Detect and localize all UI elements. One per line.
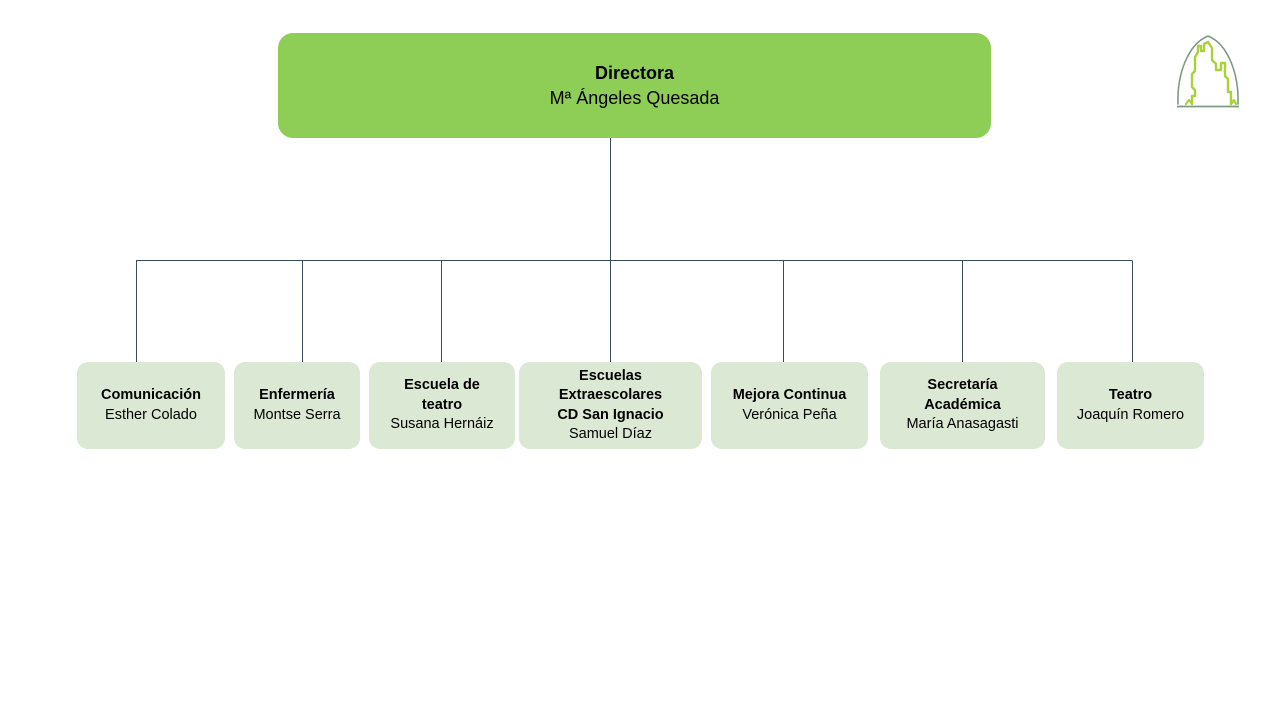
node-title: Teatro (1108, 387, 1153, 403)
node-person: Esther Colado (105, 406, 197, 423)
node-secretaria-academica[interactable]: Secretaría Académica María Anasagasti (880, 362, 1045, 449)
node-person: Joaquín Romero (1076, 406, 1185, 423)
node-escuelas-extraescolares-cd-san-ignacio[interactable]: Escuelas Extraescolares CD San Ignacio S… (519, 362, 702, 449)
node-title: Escuela de teatro (404, 377, 480, 413)
node-escuela-de-teatro[interactable]: Escuela de teatro Susana Hernáiz (369, 362, 515, 449)
node-person: Verónica Peña (742, 406, 837, 423)
node-enfermeria[interactable]: Enfermería Montse Serra (234, 362, 360, 449)
node-title: Directora (594, 62, 675, 83)
node-person: Susana Hernáiz (390, 416, 494, 433)
node-person: Montse Serra (253, 406, 341, 423)
node-person: Samuel Díaz (568, 426, 652, 442)
node-comunicacion[interactable]: Comunicación Esther Colado (77, 362, 225, 449)
institution-arch-logo-icon (1177, 35, 1239, 108)
node-teatro[interactable]: Teatro Joaquín Romero (1057, 362, 1204, 449)
node-person: María Anasagasti (906, 416, 1019, 433)
node-title: Comunicación (101, 387, 201, 403)
node-title: Secretaría Académica (924, 377, 1001, 413)
node-mejora-continua[interactable]: Mejora Continua Verónica Peña (711, 362, 868, 449)
node-directora[interactable]: Directora Mª Ángeles Quesada (278, 33, 991, 138)
node-title: Mejora Continua (732, 387, 847, 403)
node-title: Escuelas Extraescolares CD San Ignacio (557, 367, 664, 423)
node-person: Mª Ángeles Quesada (549, 87, 720, 108)
node-title: Enfermería (259, 387, 335, 403)
